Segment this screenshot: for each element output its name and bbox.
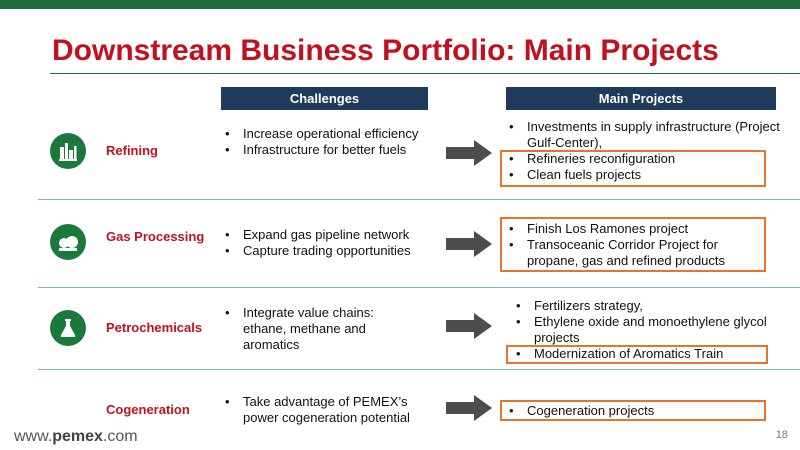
- highlight-box: [500, 217, 766, 272]
- projects-list-cogeneration: Cogeneration projects: [505, 403, 760, 419]
- url-brand: pemex: [52, 428, 103, 445]
- segment-label-refining: Refining: [106, 143, 158, 158]
- page-number: 18: [775, 429, 788, 441]
- list-item: Ethylene oxide and monoethylene glycol p…: [512, 314, 777, 346]
- url-suffix: .com: [102, 428, 138, 445]
- main-projects-header: Main Projects: [506, 87, 776, 110]
- right-arrow-icon: [446, 140, 492, 166]
- projects-list-refining: Investments in supply infrastructure (Pr…: [505, 119, 795, 183]
- challenges-list-refining: Increase operational efficiency Infrastr…: [221, 126, 421, 158]
- list-item: Refineries reconfiguration: [505, 151, 795, 167]
- list-item: Clean fuels projects: [505, 167, 795, 183]
- top-bar: [0, 0, 800, 9]
- row-divider: [38, 369, 800, 370]
- projects-list-petrochemicals: Fertilizers strategy, Ethylene oxide and…: [512, 298, 777, 362]
- segment-label-petrochemicals: Petrochemicals: [106, 320, 203, 335]
- list-item: Take advantage of PEMEX’s power cogenera…: [221, 394, 436, 426]
- segment-label-gas-processing: Gas Processing: [106, 229, 205, 244]
- row-divider: [38, 287, 800, 288]
- challenges-list-cogeneration: Take advantage of PEMEX’s power cogenera…: [221, 394, 436, 426]
- list-item: Infrastructure for better fuels: [221, 142, 421, 158]
- challenges-header: Challenges: [221, 87, 428, 110]
- list-item: Integrate value chains: ethane, methane …: [221, 305, 411, 353]
- refinery-icon: [50, 133, 86, 169]
- list-item: Expand gas pipeline network: [221, 227, 436, 243]
- url-prefix: www.: [14, 428, 53, 445]
- right-arrow-icon: [446, 395, 492, 421]
- list-item: Fertilizers strategy,: [512, 298, 777, 314]
- right-arrow-icon: [446, 313, 492, 339]
- projects-list-gas-processing: Finish Los Ramones project Transoceanic …: [505, 221, 760, 269]
- right-arrow-icon: [446, 231, 492, 257]
- flask-icon: [50, 310, 86, 346]
- list-item: Capture trading opportunities: [221, 243, 436, 259]
- list-item: Cogeneration projects: [505, 403, 760, 419]
- gas-tanks-icon: [50, 224, 86, 260]
- segment-label-cogeneration: Cogeneration: [106, 402, 190, 417]
- page-title: Downstream Business Portfolio: Main Proj…: [52, 34, 719, 67]
- highlight-box: [500, 400, 766, 421]
- footer-website[interactable]: www.pemex.com: [14, 428, 138, 446]
- title-divider: [50, 73, 800, 74]
- challenges-list-petrochemicals: Integrate value chains: ethane, methane …: [221, 305, 411, 353]
- list-item: Investments in supply infrastructure (Pr…: [505, 119, 795, 151]
- highlight-box: [506, 345, 768, 364]
- list-item: Finish Los Ramones project: [505, 221, 760, 237]
- list-item: Transoceanic Corridor Project for propan…: [505, 237, 760, 269]
- row-divider: [38, 199, 800, 200]
- challenges-list-gas-processing: Expand gas pipeline network Capture trad…: [221, 227, 436, 259]
- list-item: Modernization of Aromatics Train: [512, 346, 777, 362]
- list-item: Increase operational efficiency: [221, 126, 421, 142]
- highlight-box: [500, 150, 766, 187]
